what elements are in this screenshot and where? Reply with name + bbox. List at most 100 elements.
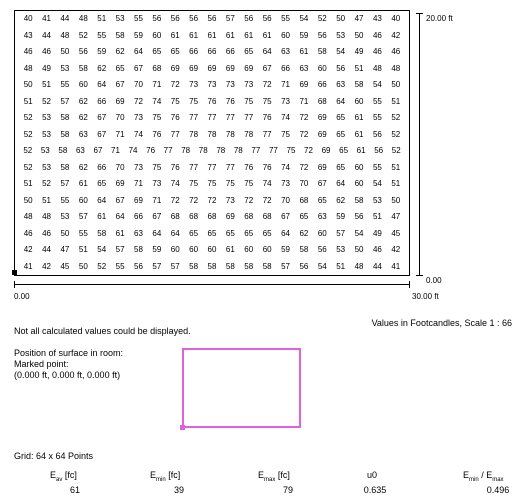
grid-value: 71 xyxy=(299,96,309,106)
grid-value: 71 xyxy=(281,80,290,90)
grid-value: 56 xyxy=(262,14,272,24)
grid-value: 77 xyxy=(163,146,173,156)
grid-value: 69 xyxy=(134,195,143,205)
grid-value: 65 xyxy=(115,63,125,73)
grid-value: 78 xyxy=(233,146,243,156)
grid-value: 58 xyxy=(58,146,68,156)
grid-value: 75 xyxy=(286,146,296,156)
grid-value: 61 xyxy=(354,113,364,123)
grid-value: 54 xyxy=(372,179,382,189)
grid-value: 50 xyxy=(336,14,346,24)
grid-value: 57 xyxy=(60,179,70,189)
grid-value: 51 xyxy=(391,96,401,106)
grid-value: 64 xyxy=(281,228,290,238)
y-bottom-label: 0.00 xyxy=(426,276,442,285)
grid-value: 50 xyxy=(23,80,33,90)
grid-value: 58 xyxy=(97,228,107,238)
grid-value: 50 xyxy=(354,30,364,40)
grid-value: 55 xyxy=(115,261,125,271)
grid-value: 58 xyxy=(60,113,70,123)
grid-value: 72 xyxy=(299,129,309,139)
grid-value: 66 xyxy=(189,47,199,57)
grid-value: 51 xyxy=(78,245,88,255)
grid-value: 69 xyxy=(225,63,235,73)
grid-value: 52 xyxy=(23,129,33,139)
grid-value: 68 xyxy=(207,212,217,222)
grid-info: Grid: 64 x 64 Points xyxy=(14,451,94,461)
grid-value: 51 xyxy=(23,179,33,189)
grid-value: 53 xyxy=(372,195,382,205)
grid-value: 40 xyxy=(391,14,401,24)
grid-value: 58 xyxy=(207,261,217,271)
eav-header: Eav [fc] xyxy=(50,470,77,486)
grid-value: 62 xyxy=(78,162,88,172)
grid-value: 42 xyxy=(23,245,33,255)
grid-value: 58 xyxy=(134,245,143,255)
grid-value: 48 xyxy=(391,63,401,73)
grid-value: 62 xyxy=(336,195,346,205)
grid-value: 65 xyxy=(225,228,235,238)
emax-unit: [fc] xyxy=(275,470,290,480)
grid-value: 69 xyxy=(317,113,327,123)
ratio-value: 0.496 xyxy=(486,485,510,495)
grid-value: 58 xyxy=(60,129,70,139)
grid-value: 57 xyxy=(60,96,70,106)
grid-value: 49 xyxy=(42,63,52,73)
emin-value: 39 xyxy=(173,485,184,495)
grid-value: 77 xyxy=(251,146,261,156)
grid-value: 50 xyxy=(354,245,364,255)
grid-value: 59 xyxy=(134,30,143,40)
eav-unit: [fc] xyxy=(62,470,77,480)
grid-value: 58 xyxy=(354,80,364,90)
grid-value: 66 xyxy=(207,47,217,57)
emax-value: 79 xyxy=(282,485,293,495)
grid-value: 73 xyxy=(152,179,162,189)
grid-value: 73 xyxy=(244,80,254,90)
grid-value: 47 xyxy=(391,212,401,222)
grid-value: 50 xyxy=(391,80,401,90)
grid-value: 51 xyxy=(372,212,382,222)
grid-value: 43 xyxy=(372,14,382,24)
grid-value: 67 xyxy=(152,212,162,222)
grid-value: 61 xyxy=(207,30,217,40)
grid-value: 77 xyxy=(244,113,254,123)
grid-value: 56 xyxy=(170,14,180,24)
grid-value: 45 xyxy=(391,228,401,238)
grid-value: 46 xyxy=(42,228,52,238)
grid-value: 61 xyxy=(78,179,88,189)
grid-value: 56 xyxy=(372,129,382,139)
grid-value: 56 xyxy=(354,212,364,222)
grid-value: 69 xyxy=(225,212,235,222)
grid-value: 60 xyxy=(354,162,364,172)
grid-value: 75 xyxy=(189,179,199,189)
grid-value: 54 xyxy=(299,14,309,24)
grid-value: 46 xyxy=(372,47,382,57)
grid-value: 73 xyxy=(134,113,143,123)
grid-value: 54 xyxy=(372,80,382,90)
grid-value: 69 xyxy=(321,146,331,156)
grid-value: 76 xyxy=(146,146,156,156)
grid-value: 53 xyxy=(60,63,70,73)
grid-value: 42 xyxy=(391,245,401,255)
emax-header: Emax [fc] xyxy=(258,470,290,486)
grid-value: 63 xyxy=(75,146,85,156)
grid-value: 55 xyxy=(97,30,107,40)
grid-value: 72 xyxy=(299,113,309,123)
grid-value: 60 xyxy=(317,228,327,238)
grid-value: 52 xyxy=(391,129,401,139)
grid-value: 77 xyxy=(170,129,180,139)
grid-value: 68 xyxy=(244,212,254,222)
grid-value: 57 xyxy=(152,261,162,271)
grid-value: 63 xyxy=(336,80,346,90)
grid-value: 59 xyxy=(97,47,107,57)
grid-value: 57 xyxy=(225,14,235,24)
grid-value: 67 xyxy=(97,113,107,123)
grid-value: 48 xyxy=(60,30,70,40)
grid-value: 67 xyxy=(115,195,125,205)
grid-value: 76 xyxy=(225,96,235,106)
grid-value: 67 xyxy=(134,63,143,73)
grid-value: 69 xyxy=(207,63,217,73)
grid-value: 46 xyxy=(23,47,33,57)
grid-value: 74 xyxy=(281,162,290,172)
